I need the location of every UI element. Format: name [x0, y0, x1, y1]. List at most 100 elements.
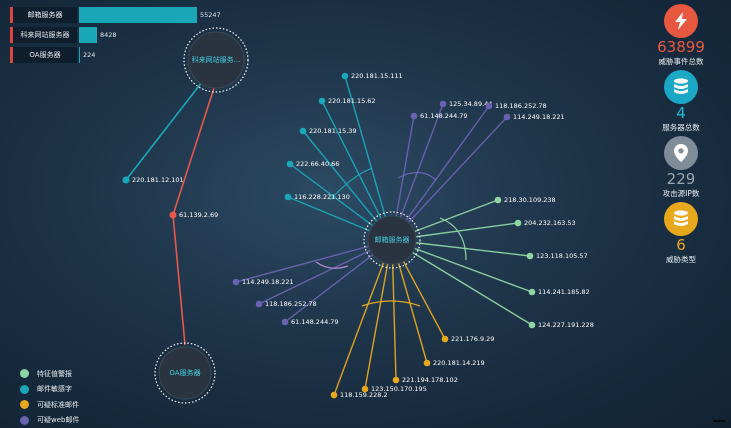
hub-web-server-ring — [183, 27, 249, 93]
ip-label: 61.148.244.79 — [291, 318, 339, 326]
edge-bundle-arc — [329, 167, 373, 201]
edge-bundle-arc — [315, 261, 349, 269]
database-icon — [664, 70, 698, 104]
ip-node — [281, 318, 289, 326]
ip-label: 220.181.15.39 — [309, 127, 357, 135]
bar-fill — [79, 7, 197, 23]
legend-item-suspicious-web-mail[interactable]: 可疑web邮件 — [20, 413, 79, 428]
legend-label: 可疑标准邮件 — [37, 400, 79, 409]
ip-node — [439, 100, 447, 108]
ip-label: 221.176.9.29 — [451, 335, 494, 343]
stat-label: 服务器总数 — [662, 123, 700, 132]
edge-bundle-arc — [361, 300, 421, 307]
location-pin-icon — [664, 136, 698, 170]
legend-item-signature-alert[interactable]: 特征值警报 — [20, 366, 79, 382]
bar-row-mail-server[interactable]: 邮箱服务器 55247 — [10, 6, 221, 24]
ip-label: 118.186.252.78 — [265, 300, 317, 308]
ip-label: 61.148.244.79 — [420, 112, 468, 120]
stat-number: 229 — [666, 170, 696, 188]
bar-fill — [79, 27, 97, 43]
stat-number: 63899 — [657, 38, 705, 56]
hub-web-server-label: 科来网站服务... — [192, 55, 241, 64]
edge-mail-source — [391, 116, 508, 241]
bar-value: 55247 — [200, 11, 221, 19]
server-event-bars: 邮箱服务器 55247 科来网站服务器 8428 OA服务器 224 — [10, 6, 221, 66]
stat-label: 攻击源IP数 — [662, 189, 700, 198]
lightning-icon — [664, 4, 698, 38]
relay-label: 220.181.12.101 — [132, 176, 184, 184]
ip-label: 118.186.252.78 — [495, 102, 547, 110]
ip-node — [528, 288, 536, 296]
edge-relay-to-oa — [172, 214, 186, 346]
bar-label: 科来网站服务器 — [10, 27, 77, 43]
bar-value: 224 — [83, 51, 96, 59]
bar-row-oa-server[interactable]: OA服务器 224 — [10, 46, 221, 64]
bar-value: 8428 — [100, 31, 117, 39]
corner-mark — [713, 420, 725, 422]
relay-node — [122, 176, 130, 184]
ip-label: 218.30.109.238 — [504, 196, 556, 204]
bar-fill — [79, 47, 80, 63]
ip-label: 123.118.105.57 — [536, 252, 588, 260]
ip-label: 124.227.191.228 — [538, 321, 594, 329]
ip-label: 221.194.178.102 — [402, 376, 458, 384]
legend-dot — [20, 384, 29, 394]
relay-label: 61.139.2.69 — [179, 211, 218, 219]
ip-node — [494, 196, 502, 204]
stat-attack-source-ips[interactable]: 229 攻击源IP数 — [631, 136, 731, 199]
ip-node — [526, 252, 534, 260]
ip-node — [361, 385, 369, 393]
ip-node — [423, 359, 431, 367]
legend-dot — [20, 415, 29, 425]
stat-threat-types[interactable]: 6 威胁类型 — [631, 202, 731, 265]
ip-node — [232, 278, 240, 286]
ip-node — [514, 219, 522, 227]
edge-web-to-relay — [125, 81, 203, 181]
ip-node — [341, 72, 349, 80]
edge-mail-source — [391, 105, 490, 241]
stat-number: 4 — [676, 104, 686, 122]
ip-node — [318, 97, 326, 105]
ip-node — [330, 391, 338, 399]
ip-node — [528, 321, 536, 329]
ip-label: 116.228.221.130 — [294, 193, 350, 201]
relay-node — [169, 211, 177, 219]
stat-threat-events[interactable]: 63899 威胁事件总数 — [631, 4, 731, 67]
ip-node — [299, 127, 307, 135]
legend-dot — [20, 369, 29, 379]
ip-node — [503, 113, 511, 121]
database-stack-icon — [664, 202, 698, 236]
hub-web-server — [187, 31, 245, 89]
ip-label: 222.66.40.66 — [296, 160, 339, 168]
ip-label: 118.159.228.2 — [340, 391, 388, 399]
legend-item-sensitive-words[interactable]: 邮件敏感字 — [20, 382, 79, 398]
legend-label: 特征值警报 — [37, 369, 72, 378]
legend-dot — [20, 400, 29, 410]
bar-label: OA服务器 — [10, 47, 77, 63]
stat-server-count[interactable]: 4 服务器总数 — [631, 70, 731, 133]
ip-label: 114.249.18.221 — [513, 113, 565, 121]
legend-label: 邮件敏感字 — [37, 385, 72, 394]
hub-mail-server-label: 邮箱服务器 — [375, 235, 410, 244]
legend-label: 可疑web邮件 — [37, 416, 80, 425]
hub-oa-server-ring — [154, 342, 216, 404]
stat-label: 威胁事件总数 — [658, 57, 704, 66]
ip-node — [255, 300, 263, 308]
ip-node — [392, 376, 400, 384]
ip-label: 204.232.163.53 — [524, 219, 576, 227]
ip-node — [286, 160, 294, 168]
ip-label: 220.181.14.219 — [433, 359, 485, 367]
ip-label: 123.150.170.195 — [371, 385, 427, 393]
ip-label: 125.34.89.44 — [449, 100, 492, 108]
ip-label: 220.181.15.62 — [328, 97, 376, 105]
bar-row-web-server[interactable]: 科来网站服务器 8428 — [10, 26, 221, 44]
ip-node — [284, 193, 292, 201]
hub-mail-server-ring — [363, 211, 421, 269]
legend: 特征值警报 邮件敏感字 可疑标准邮件 可疑web邮件 — [20, 366, 79, 428]
hub-oa-server — [158, 346, 212, 400]
ip-node — [441, 335, 449, 343]
hub-oa-server-label: OA服务器 — [169, 368, 200, 377]
legend-item-suspicious-standard-mail[interactable]: 可疑标准邮件 — [20, 397, 79, 413]
stat-number: 6 — [676, 236, 686, 254]
edge-web-to-relay-2 — [172, 87, 215, 216]
